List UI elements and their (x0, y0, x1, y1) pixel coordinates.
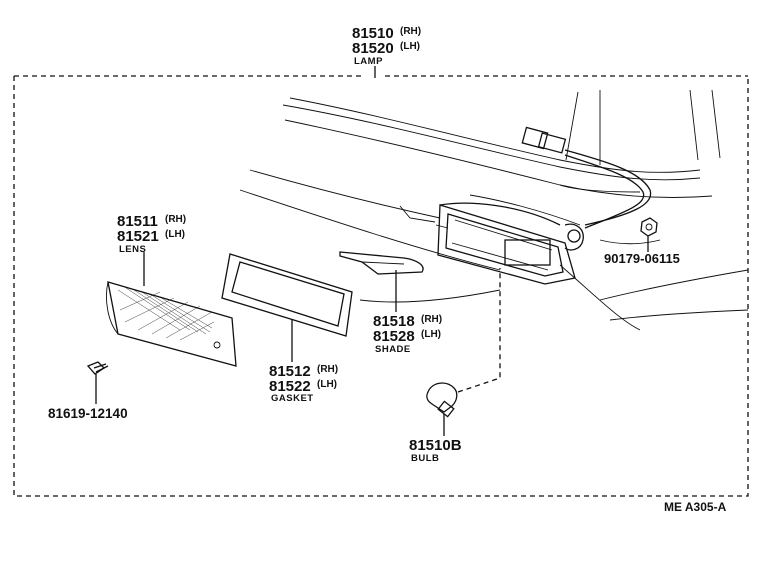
shade-rh-part-number: 81518 (373, 313, 415, 330)
vehicle-body-outline (239, 89, 749, 331)
lamp-housing (435, 202, 584, 285)
lamp-lh-suffix: (LH) (400, 41, 420, 52)
lens-lh-suffix: (LH) (165, 229, 185, 240)
lamp-lh-part-number: 81520 (352, 40, 394, 57)
gasket-lh-part-number: 81522 (269, 378, 311, 395)
lens (106, 281, 237, 367)
screw (86, 361, 109, 375)
shade-lh-suffix: (LH) (421, 329, 441, 340)
screw-callout: 81619-12140 (48, 406, 128, 421)
shade (339, 251, 424, 275)
lamp-rh-suffix: (RH) (400, 26, 421, 37)
lens-rh-part-number: 81511 (117, 213, 158, 230)
lens-lh-part-number: 81521 (117, 228, 159, 245)
bulb-callout: 81510B BULB (409, 437, 462, 464)
gasket-rh-suffix: (RH) (317, 364, 338, 375)
shade-name: SHADE (375, 344, 411, 355)
lamp-callout: 81510 (RH) 81520 (LH) LAMP (352, 25, 421, 67)
nut (640, 217, 658, 237)
lens-callout: 81511 (RH) 81521 (LH) LENS (117, 213, 186, 255)
lamp-name: LAMP (354, 56, 383, 67)
gasket-rh-part-number: 81512 (269, 363, 311, 380)
harness-connector (521, 126, 652, 229)
nut-callout: 90179-06115 (604, 251, 680, 266)
bulb (426, 382, 458, 418)
lens-name: LENS (119, 244, 146, 255)
lens-rh-suffix: (RH) (165, 214, 186, 225)
shade-callout: 81518 (RH) 81528 (LH) SHADE (373, 313, 442, 355)
gasket-callout: 81512 (RH) 81522 (LH) GASKET (269, 363, 338, 404)
gasket-lh-suffix: (LH) (317, 379, 337, 390)
nut-part-number: 90179-06115 (604, 251, 680, 266)
shade-lh-part-number: 81528 (373, 328, 415, 345)
diagram-code: ME A305-A (664, 500, 727, 514)
gasket-name: GASKET (271, 393, 314, 404)
lamp-rh-part-number: 81510 (352, 25, 394, 42)
assembly-boundary (13, 75, 749, 497)
bulb-install-path (457, 268, 501, 393)
bulb-name: BULB (411, 453, 439, 464)
screw-part-number: 81619-12140 (48, 406, 128, 421)
bulb-part-number: 81510B (409, 437, 462, 454)
gasket (221, 253, 353, 337)
shade-rh-suffix: (RH) (421, 314, 442, 325)
